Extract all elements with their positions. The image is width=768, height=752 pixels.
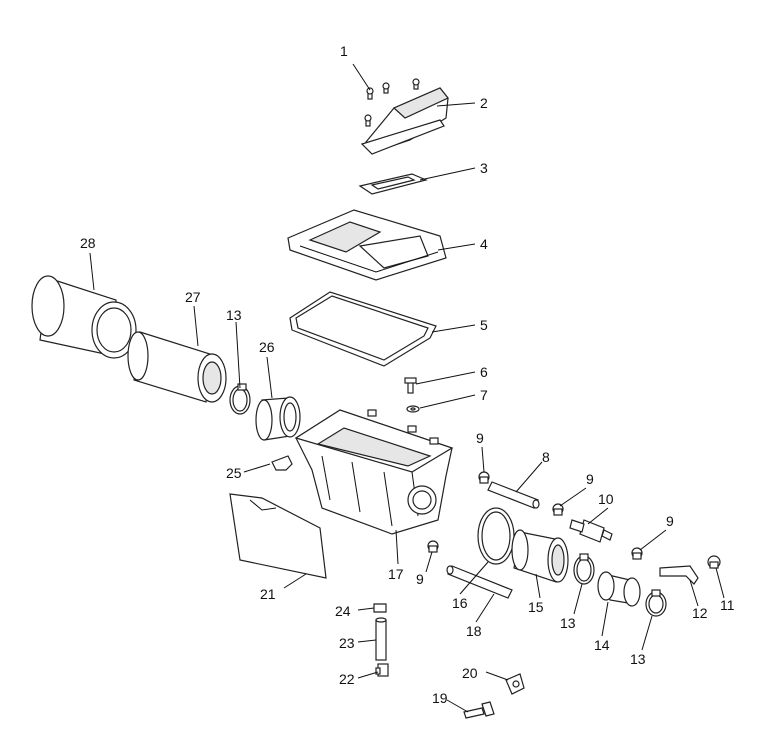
callout-4: 4 [480, 236, 488, 252]
callout-8: 8 [542, 449, 550, 465]
callout-21: 21 [260, 586, 276, 602]
part-14-boot [597, 571, 641, 607]
part-15-adapter [511, 529, 569, 583]
callout-7: 7 [480, 387, 488, 403]
callout-12: 12 [692, 605, 708, 621]
part-11-cap [707, 555, 721, 569]
callout-9-d: 9 [416, 571, 424, 587]
leader-lines [89, 63, 725, 713]
callout-9-c: 9 [666, 513, 674, 529]
part-27-filter [127, 331, 227, 403]
callout-16: 16 [452, 595, 468, 611]
callout-26: 26 [259, 339, 275, 355]
part-4-airbox-lid [287, 209, 447, 281]
part-2-intake-snorkel [360, 87, 449, 155]
callout-22: 22 [339, 671, 355, 687]
callout-1: 1 [340, 43, 348, 59]
part-20-bracket [505, 673, 525, 695]
callout-6: 6 [480, 364, 488, 380]
callout-20: 20 [462, 665, 478, 681]
part-17-airbox-body [294, 409, 454, 535]
callout-28: 28 [80, 235, 96, 251]
part-22-fitting [375, 663, 389, 677]
callout-3: 3 [480, 160, 488, 176]
callout-25: 25 [226, 465, 242, 481]
callout-19: 19 [432, 690, 448, 706]
part-19-pin [463, 701, 495, 719]
callout-15: 15 [528, 599, 544, 615]
callout-9-a: 9 [476, 430, 484, 446]
callout-17: 17 [388, 566, 404, 582]
part-18-rod [446, 565, 513, 599]
part-23-hose [375, 617, 387, 661]
callout-27: 27 [185, 289, 201, 305]
part-28-prefilter [31, 275, 137, 359]
part-3-gasket-plate [358, 173, 428, 195]
callout-10: 10 [598, 491, 614, 507]
callout-24: 24 [335, 603, 351, 619]
part-16-oring [477, 507, 515, 565]
part-24-clip [373, 603, 387, 613]
part-5-seal [289, 291, 437, 367]
callout-13-a: 13 [226, 307, 242, 323]
callout-5: 5 [480, 317, 488, 333]
part-6-bolt [404, 377, 417, 394]
part-26-coupler [255, 396, 301, 441]
part-1-screws [364, 78, 420, 127]
callout-14: 14 [594, 637, 610, 653]
part-25-clip [271, 455, 293, 471]
callout-23: 23 [339, 635, 355, 651]
callout-labels: 1 2 3 4 5 6 7 8 9 9 9 9 10 11 12 13 13 1… [80, 43, 735, 706]
callout-2: 2 [480, 95, 488, 111]
part-12-hose [659, 565, 699, 585]
callout-18: 18 [466, 623, 482, 639]
callout-9-b: 9 [586, 471, 594, 487]
part-8-tube [487, 481, 540, 509]
callout-11: 11 [720, 597, 735, 613]
part-21-panel [229, 493, 327, 579]
callout-13-b: 13 [560, 615, 576, 631]
part-7-washer [406, 405, 420, 413]
part-13-clamp-right [645, 589, 667, 617]
part-10-fitting [569, 519, 613, 543]
part-13-clamp-left [229, 383, 251, 415]
callout-13-c: 13 [630, 651, 646, 667]
part-13-clamp-middle [573, 553, 595, 585]
